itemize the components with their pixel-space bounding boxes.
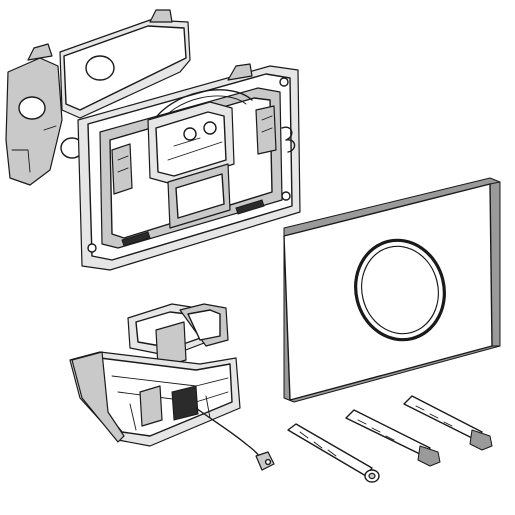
- mounting-frame-back-plate: [5, 9, 191, 186]
- sensor-control-module: [69, 303, 275, 471]
- mounting-frame-front: [77, 63, 301, 271]
- flush-button-ring-icon: [354, 238, 446, 342]
- cover-plate: [283, 177, 501, 403]
- cable-connector-icon: [255, 451, 275, 471]
- spacer-bolt-1: [287, 423, 380, 483]
- spacer-bolt-2: [345, 409, 441, 467]
- spacer-bolt-3: [403, 395, 493, 451]
